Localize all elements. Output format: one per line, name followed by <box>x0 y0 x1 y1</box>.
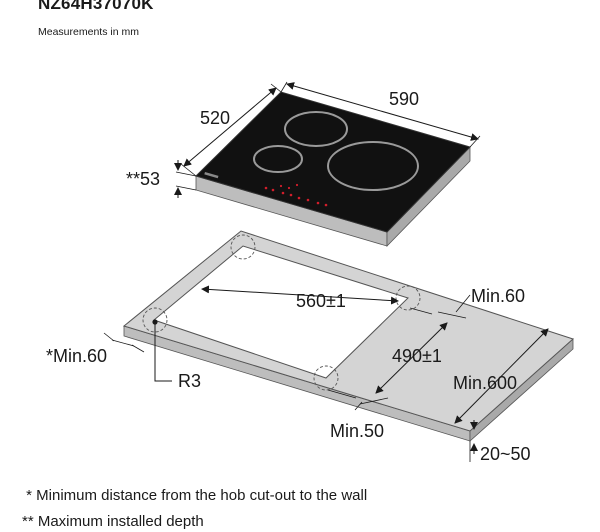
corner-circle-front <box>313 365 339 391</box>
hob <box>195 91 471 247</box>
touch-controls <box>264 183 328 207</box>
hob-width-dimension <box>280 81 481 148</box>
min-worktop-label: Min.600 <box>453 373 517 393</box>
min-front-label: Min.50 <box>330 421 384 441</box>
hob-height-label: **53 <box>126 169 160 189</box>
hob-height-dimension <box>174 160 197 198</box>
cutout-width-label: 560±1 <box>296 291 346 311</box>
worktop-thickness-dimension <box>469 420 478 462</box>
corner-circle-left <box>142 307 168 333</box>
min-back-label: Min.60 <box>471 286 525 306</box>
min-front-dimension <box>327 389 389 411</box>
corner-circle-back <box>230 234 256 260</box>
units-caption: Measurements in mm <box>38 26 139 38</box>
hob-depth-label: 520 <box>200 108 230 128</box>
min-side-label: *Min.60 <box>46 346 107 366</box>
model-number: NZ64H37070K <box>38 0 154 13</box>
note-max-depth: ** Maximum installed depth <box>22 513 204 530</box>
worktop-thickness-label: 20~50 <box>480 444 531 464</box>
cutout-width-dimension <box>201 285 399 305</box>
note-min-distance: * Minimum distance from the hob cut-out … <box>22 487 368 504</box>
cutout-depth-label: 490±1 <box>392 346 442 366</box>
hob-depth-dimension <box>180 83 282 177</box>
radius-label: R3 <box>178 371 201 391</box>
hob-width-label: 590 <box>389 89 419 109</box>
cutout-depth-dimension <box>375 322 448 394</box>
min-worktop-dimension <box>454 328 549 424</box>
radius-leader <box>152 319 172 382</box>
min-back-dimension <box>409 294 471 319</box>
burner-right-large <box>327 141 419 191</box>
min-side-dimension <box>103 332 145 353</box>
hob-glass-top <box>195 91 471 233</box>
brand-mark <box>204 171 219 179</box>
worktop <box>122 230 574 442</box>
